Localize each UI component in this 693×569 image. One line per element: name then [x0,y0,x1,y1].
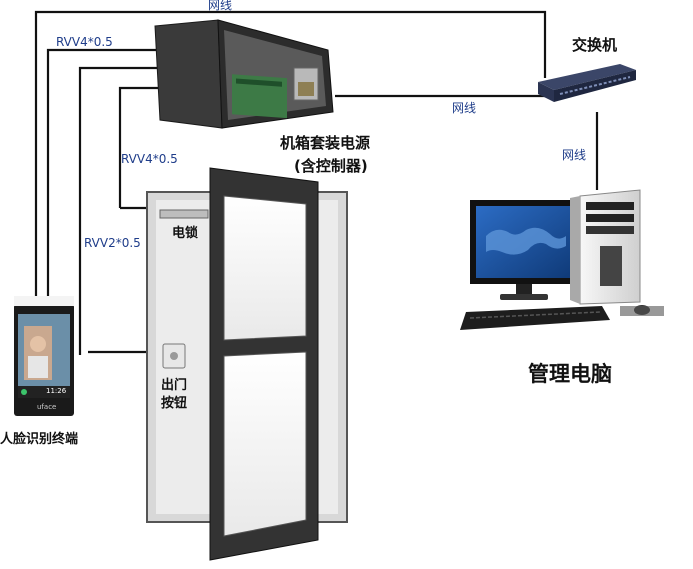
cable-label-rvv4-lock: RVV4*0.5 [121,152,178,166]
rvv4-cable-lock-to-controller [118,86,165,208]
tower-side [570,196,580,304]
switch-ports [559,76,631,95]
terminal-top-bar [14,296,74,306]
terminal-status-indicator [21,389,27,395]
network-switch [538,64,636,102]
door-assembly [146,167,348,561]
management-pc [460,189,664,330]
transformer [298,82,314,96]
tower-drive-bay-3 [586,226,634,234]
cable-label-network-top: 网线 [208,0,233,12]
controller-cabinet [154,19,334,129]
cable-label-rvv4-terminal: RVV4*0.5 [56,35,113,49]
rvv4-cable-terminal-to-controller [46,48,165,302]
tower-drive-bay-1 [586,202,634,210]
door-lower-glass [223,351,307,537]
lock-label: 电锁 [172,226,199,241]
cable-label-network-pc: 网线 [562,148,587,162]
keyboard-keys [469,311,601,319]
terminal-label: 人脸识别终端 [0,432,79,447]
terminal-time: 11:26 [46,387,67,395]
mouse-pad [620,306,664,316]
switch-label: 交换机 [572,36,618,54]
switch-top [538,64,636,90]
cable-label-network-controller: 网线 [452,101,477,115]
terminal-brand: uface [37,403,57,411]
keyboard [460,306,610,330]
cabinet-door [154,19,223,129]
exit-button-label-line1: 出门 [161,378,188,393]
cable-label-rvv2-button: RVV2*0.5 [84,236,141,250]
switch-side [538,82,554,102]
screen-world-map [486,227,566,255]
controller-subtitle: (含控制器) [294,157,368,175]
controller-title: 机箱套装电源 [280,134,371,152]
monitor-base [500,294,548,300]
pc-label: 管理电脑 [528,362,612,386]
terminal-person-body [28,356,48,378]
network-cable-terminal-to-switch [34,10,547,302]
monitor-stand [516,284,532,296]
tower-grille [600,246,622,286]
rvv2-cable-vertical [78,66,165,355]
electric-lock [159,209,209,219]
face-recognition-terminal [14,296,74,416]
exit-button-icon [170,352,178,360]
terminal-status-bar [18,386,70,398]
door-upper-glass [223,195,307,341]
tower-drive-bay-2 [586,214,634,222]
pcb-terminal-block [236,78,282,87]
terminal-face [30,336,46,352]
wires [34,10,599,355]
exit-button-label-line2: 按钮 [161,396,188,411]
